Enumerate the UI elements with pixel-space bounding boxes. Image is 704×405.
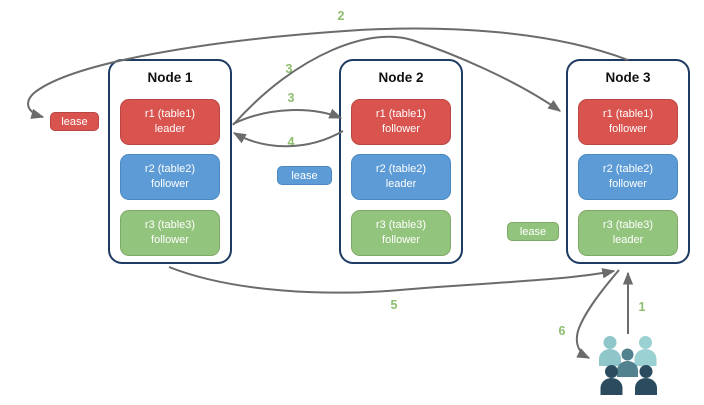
replica-role: follower [382,234,420,246]
replica-name: r1 (table1) [144,108,196,121]
replica-name: r2 (table2) [375,163,427,176]
node-3-title: Node 3 [605,70,651,85]
replica-role: follower [151,234,189,246]
node-3-replica-r3: r3 (table3) leader [578,210,678,256]
replica-name: r1 (table1) [602,108,654,121]
replica-role: leader [385,178,417,190]
node-1-replica-r1: r1 (table1) leader [120,99,220,145]
clients-icon [599,336,657,395]
step-label-3b: 3 [287,91,295,105]
arrow-step-6 [575,269,620,359]
arrow-step-3-to-node2 [232,108,343,125]
lease-badge-r2: lease [277,166,332,185]
replica-role: leader [612,234,644,246]
replica-name: r3 (table3) [375,219,427,232]
node-1-title: Node 1 [147,70,193,85]
replica-role: follower [609,178,647,190]
replica-name: r2 (table2) [144,163,196,176]
replica-name: r3 (table3) [144,219,196,232]
replica-role: follower [382,123,420,135]
step-label-6: 6 [558,324,566,338]
replica-name: r2 (table2) [602,163,654,176]
arrow-step-5 [168,266,616,294]
replica-name: r1 (table1) [375,108,427,121]
lease-badge-r3: lease [507,222,559,241]
node-3-replica-r2: r2 (table2) follower [578,154,678,200]
step-label-3a: 3 [285,62,293,76]
step-label-5: 5 [390,298,398,312]
replica-name: r3 (table3) [602,219,654,232]
node-2-replica-r3: r3 (table3) follower [351,210,451,256]
node-1-replica-r2: r2 (table2) follower [120,154,220,200]
lease-badge-r1: lease [50,112,99,131]
node-2-replica-r1: r1 (table1) follower [351,99,451,145]
replica-role: follower [151,178,189,190]
node-1-replica-r3: r3 (table3) follower [120,210,220,256]
node-2-replica-r2: r2 (table2) leader [351,154,451,200]
node-3: Node 3 r1 (table1) follower r2 (table2) … [566,59,690,264]
step-label-4: 4 [287,135,295,149]
node-3-replica-r1: r1 (table1) follower [578,99,678,145]
node-2-title: Node 2 [378,70,424,85]
node-2: Node 2 r1 (table1) follower r2 (table2) … [339,59,463,264]
node-1: Node 1 r1 (table1) leader r2 (table2) fo… [108,59,232,264]
step-label-2: 2 [337,9,345,23]
replica-role: leader [154,123,186,135]
step-label-1: 1 [638,300,646,314]
replica-role: follower [609,123,647,135]
